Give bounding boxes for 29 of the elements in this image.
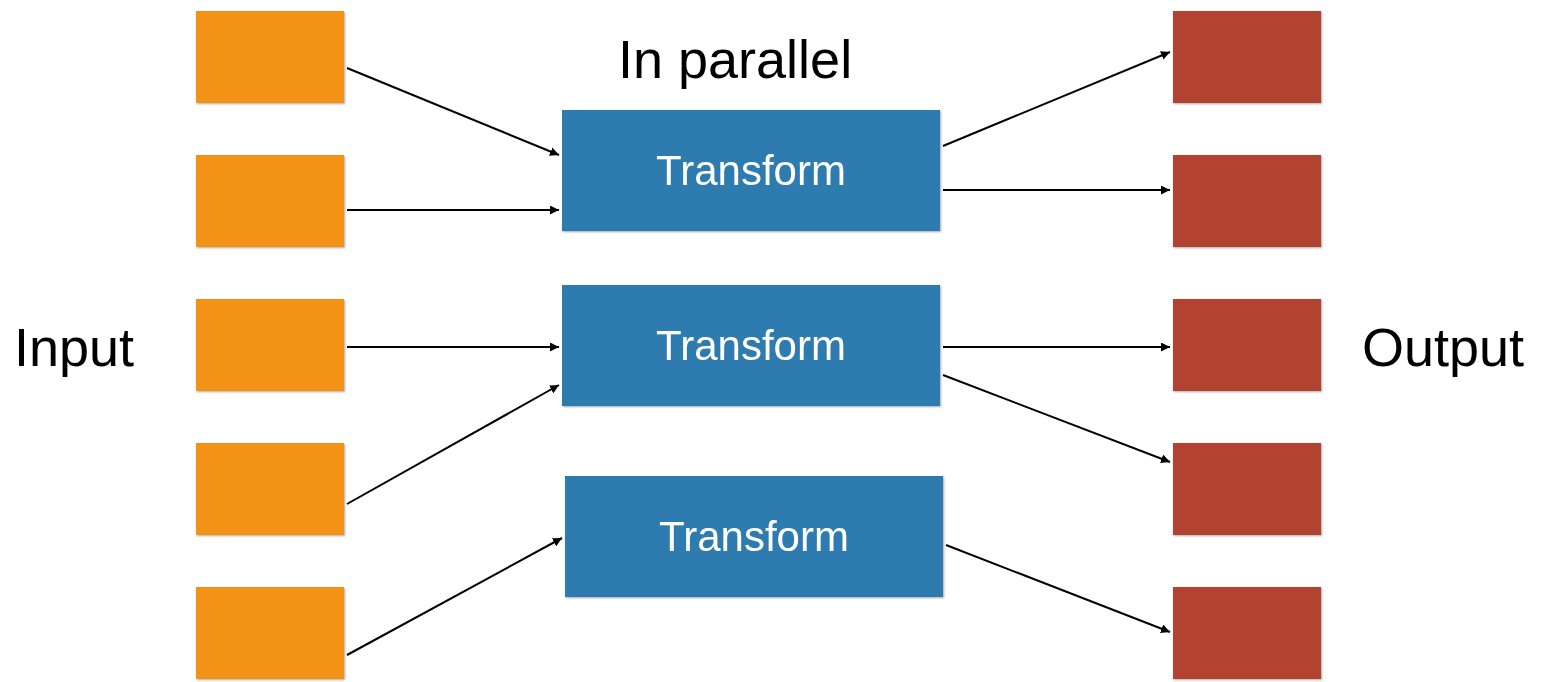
output-block bbox=[1173, 11, 1321, 103]
heading-label: In parallel bbox=[618, 28, 853, 90]
arrow bbox=[942, 51, 1171, 147]
process-box bbox=[565, 476, 943, 597]
process-label: Transform bbox=[656, 321, 846, 370]
arrow bbox=[942, 342, 1171, 352]
output-block bbox=[1173, 443, 1321, 535]
arrow bbox=[942, 185, 1171, 195]
arrow bbox=[346, 67, 560, 156]
process-box bbox=[562, 110, 940, 231]
arrow bbox=[945, 544, 1171, 633]
arrow bbox=[346, 205, 560, 215]
input-block bbox=[196, 299, 344, 391]
input-block bbox=[196, 155, 344, 247]
side-label: Output bbox=[1362, 316, 1525, 378]
arrow bbox=[346, 537, 563, 656]
side-label: Input bbox=[14, 316, 135, 378]
process-box bbox=[562, 285, 940, 406]
arrow bbox=[346, 384, 560, 505]
process-label: Transform bbox=[659, 512, 849, 561]
input-block bbox=[196, 443, 344, 535]
arrow bbox=[346, 342, 560, 352]
output-block bbox=[1173, 587, 1321, 679]
output-block bbox=[1173, 155, 1321, 247]
arrow bbox=[942, 374, 1171, 463]
input-block bbox=[196, 587, 344, 679]
process-label: Transform bbox=[656, 146, 846, 195]
output-block bbox=[1173, 299, 1321, 391]
input-block bbox=[196, 11, 344, 103]
